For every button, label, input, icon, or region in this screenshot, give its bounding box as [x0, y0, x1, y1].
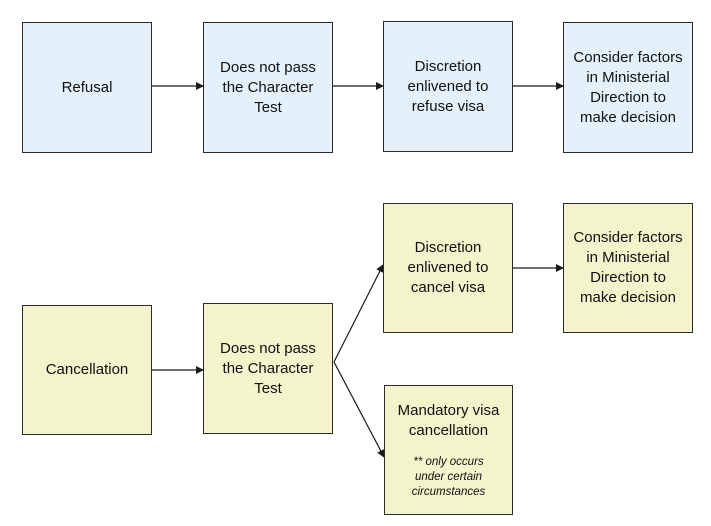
cancellation-character-test-label: Does not pass the Character Test	[220, 339, 316, 397]
cancellation-consider-factors-box: Consider factors in Ministerial Directio…	[563, 203, 693, 333]
refusal-discretion-box: Discretion enlivened to refuse visa	[383, 21, 513, 152]
mandatory-cancellation-note: ** only occurs under certain circumstanc…	[411, 455, 486, 498]
refusal-character-test-label: Does not pass the Character Test	[220, 58, 316, 116]
cancellation-box: Cancellation	[22, 305, 152, 435]
mandatory-cancellation-label: Mandatory visa cancellation	[397, 401, 500, 439]
cancellation-consider-factors-label: Consider factors in Ministerial Directio…	[573, 229, 683, 306]
cancellation-label: Cancellation	[45, 361, 129, 378]
refusal-discretion-label: Discretion enlivened to refuse visa	[407, 57, 489, 115]
arrow-character-test-to-mandatory-cancellation	[333, 361, 385, 458]
refusal-box: Refusal	[22, 22, 152, 153]
refusal-consider-factors-box: Consider factors in Ministerial Directio…	[563, 22, 693, 153]
refusal-consider-factors-label: Consider factors in Ministerial Directio…	[573, 48, 683, 126]
mandatory-cancellation-box: Mandatory visa cancellation ** only occu…	[384, 385, 513, 515]
cancellation-discretion-box: Discretion enlivened to cancel visa	[383, 203, 513, 333]
refusal-label: Refusal	[61, 78, 113, 96]
arrow-character-test-to-discretion-cancel	[333, 264, 384, 363]
refusal-character-test-box: Does not pass the Character Test	[203, 22, 333, 153]
cancellation-discretion-label: Discretion enlivened to cancel visa	[407, 239, 489, 296]
cancellation-character-test-box: Does not pass the Character Test	[203, 303, 333, 434]
